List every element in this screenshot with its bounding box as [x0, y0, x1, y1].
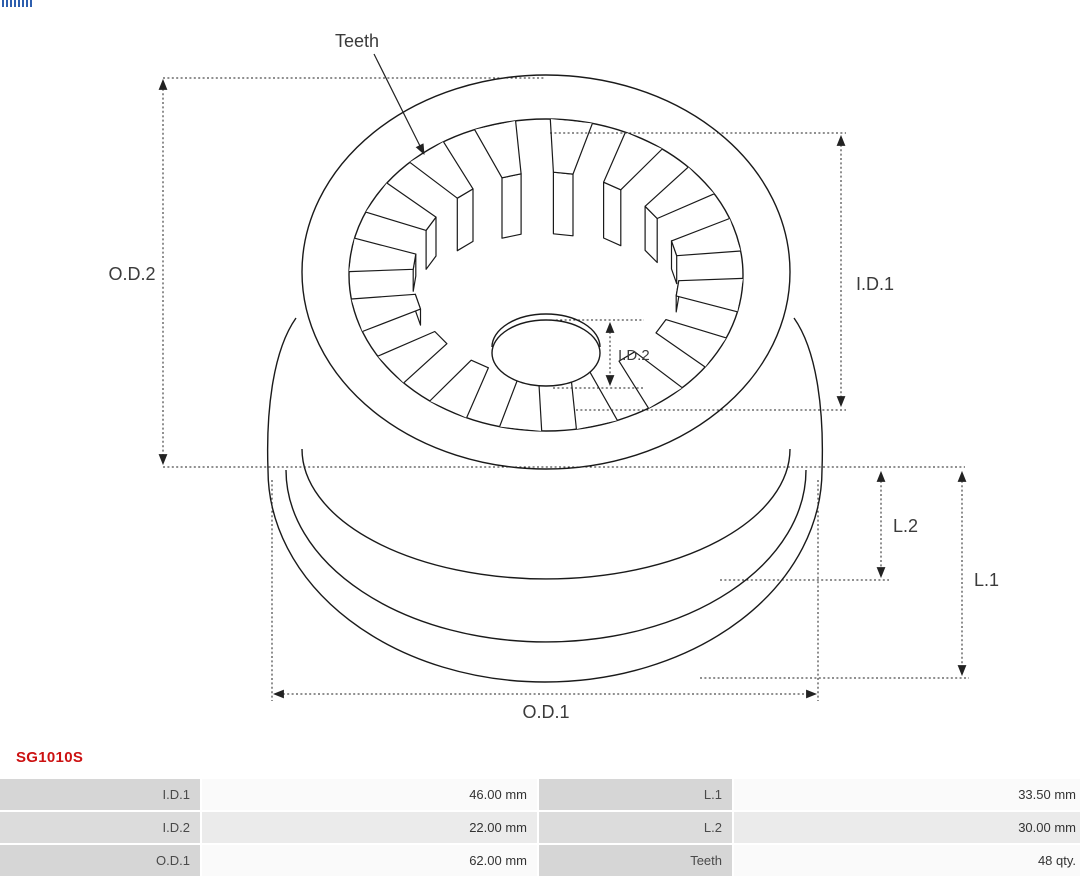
center-hole: [491, 313, 601, 387]
gear-tooth: [501, 173, 522, 239]
gear-tooth: [351, 293, 422, 333]
gear-tooth: [456, 188, 474, 252]
gear-tooth: [618, 351, 683, 409]
dim-label-id2: I.D.2: [618, 347, 650, 364]
dim-label-od1: O.D.1: [522, 702, 569, 722]
center-hole-rim: [491, 313, 601, 348]
gear-body-step-upper: [301, 448, 791, 580]
spec-label: L.2: [539, 812, 732, 843]
gear-tooth: [348, 237, 417, 273]
part-number: SG1010S: [16, 749, 84, 766]
gear-diagram: Teeth O.D.2 I.D.1 I.D.2 L.2 L.1 O.D.1: [108, 31, 999, 722]
spec-value: 46.00 mm: [202, 779, 537, 810]
spec-value: 22.00 mm: [202, 812, 537, 843]
spec-label: L.1: [539, 779, 732, 810]
gear-tooth: [670, 217, 741, 257]
gear-tooth: [474, 120, 522, 179]
spec-value: 62.00 mm: [202, 845, 537, 876]
spec-label: I.D.2: [0, 812, 200, 843]
center-hole-opening: [491, 319, 601, 387]
spec-table: I.D.1 46.00 mm L.1 33.50 mm I.D.2 22.00 …: [0, 779, 1080, 876]
dim-label-l1: L.1: [974, 570, 999, 590]
spec-value: 33.50 mm: [734, 779, 1080, 810]
dim-label-id1: I.D.1: [856, 274, 894, 294]
dim-label-l2: L.2: [893, 516, 918, 536]
gear-tooth: [675, 277, 744, 313]
gear-tooth: [603, 131, 663, 191]
dimension-lines: [158, 53, 969, 701]
inner-rim: [348, 118, 744, 432]
spec-value: 48 qty.: [734, 845, 1080, 876]
logo-fragment: [2, 0, 34, 7]
dimension-labels: Teeth O.D.2 I.D.1 I.D.2 L.2 L.1 O.D.1: [108, 31, 999, 722]
gear-tooth: [377, 330, 448, 384]
gear-tooth: [365, 182, 437, 231]
gear-body-outline: [266, 317, 824, 683]
teeth-pointer-line: [373, 53, 425, 155]
gear-tooth: [644, 166, 715, 220]
spec-value: 30.00 mm: [734, 812, 1080, 843]
spec-label: Teeth: [539, 845, 732, 876]
gear-tooth: [409, 141, 474, 199]
gear-teeth: [348, 118, 744, 432]
gear-tooth: [552, 171, 574, 237]
spec-label: I.D.1: [0, 779, 200, 810]
gear-tooth: [603, 181, 622, 247]
dim-label-teeth: Teeth: [335, 31, 379, 51]
spec-label: O.D.1: [0, 845, 200, 876]
gear-tooth: [429, 359, 489, 419]
gear-body-step-middle: [285, 469, 807, 643]
gear-tooth: [655, 319, 727, 368]
dim-label-od2: O.D.2: [108, 264, 155, 284]
